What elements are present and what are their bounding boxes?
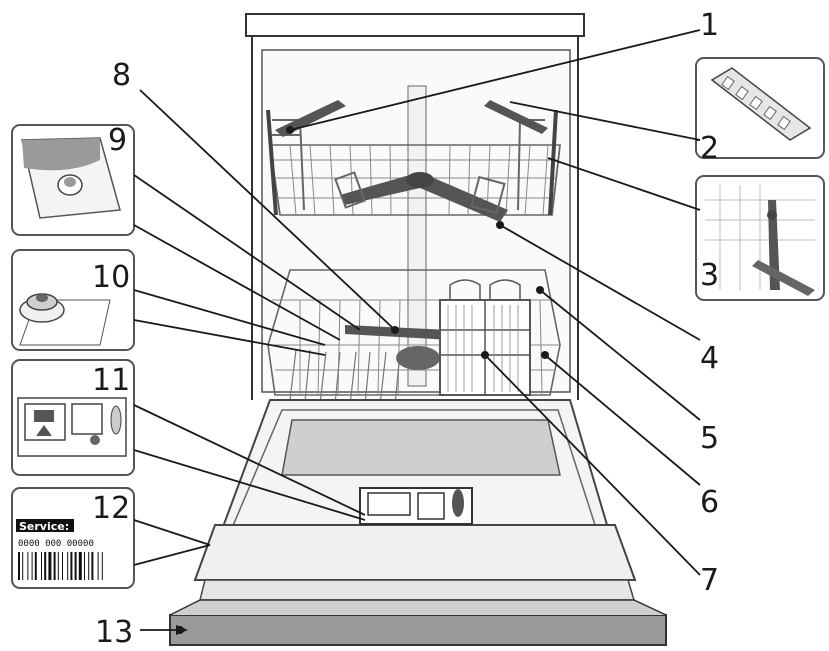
barcode-bar: [18, 552, 20, 580]
callout-2: 2: [700, 131, 719, 166]
callout-5: 5: [700, 421, 719, 456]
barcode: [18, 552, 103, 580]
upper-spray-arm: [340, 172, 508, 222]
tub-walls: [251, 36, 579, 400]
dishwasher-body: [245, 13, 585, 400]
detergent-dispenser: [359, 487, 473, 525]
inset-cup-shelf: [695, 57, 825, 159]
barcode-bar: [70, 552, 73, 580]
barcode-bar: [48, 552, 52, 580]
lower-spray-arm: [345, 325, 452, 340]
barcode-bar: [67, 552, 69, 580]
callout-6: 6: [700, 485, 719, 520]
water-pipe: [407, 85, 427, 387]
inset-filter-plate: [11, 124, 135, 236]
inset-height-adjuster: [695, 175, 825, 301]
callout-7: 7: [700, 563, 719, 598]
barcode-bar: [41, 552, 42, 580]
worktop: [245, 13, 585, 37]
upper-basket: [266, 100, 561, 222]
filter: [396, 346, 440, 370]
control-panel: [169, 614, 667, 646]
barcode-bar: [62, 552, 63, 580]
barcode-bar: [27, 552, 29, 580]
door-panel: [281, 419, 561, 476]
barcode-bar: [88, 552, 90, 580]
barcode-bar: [57, 552, 59, 580]
barcode-bar: [74, 552, 77, 580]
service-title: Service:: [19, 520, 69, 533]
cup-shelf-right: [484, 100, 548, 134]
barcode-bar: [78, 552, 82, 580]
callout-13: 13: [95, 615, 133, 650]
cutlery-basket: [439, 279, 531, 396]
barcode-bar: [101, 552, 103, 580]
callout-1: 1: [700, 8, 719, 43]
barcode-bar: [84, 552, 85, 580]
barcode-bar: [91, 552, 94, 580]
callout-10: 10: [92, 260, 130, 295]
barcode-bar: [53, 552, 56, 580]
inset-dispenser: [11, 359, 135, 476]
service-code: 0000 000 00000: [18, 539, 94, 549]
leader-lines: [133, 29, 701, 631]
callout-8: 8: [112, 58, 131, 93]
door: [169, 399, 667, 646]
barcode-bar: [22, 552, 24, 580]
callout-13-arrow: [176, 625, 188, 635]
callout-3: 3: [700, 258, 719, 293]
inset-filter-cup: [11, 249, 135, 351]
barcode-bar: [97, 552, 99, 580]
callout-11: 11: [92, 363, 130, 398]
callout-12: 12: [92, 491, 130, 526]
barcode-bar: [31, 552, 33, 580]
inset-service-label: Service: 0000 000 00000: [11, 487, 135, 589]
barcode-bar: [34, 552, 37, 580]
callout-9: 9: [108, 123, 127, 158]
barcode-bar: [44, 552, 47, 580]
callout-4: 4: [700, 341, 719, 376]
